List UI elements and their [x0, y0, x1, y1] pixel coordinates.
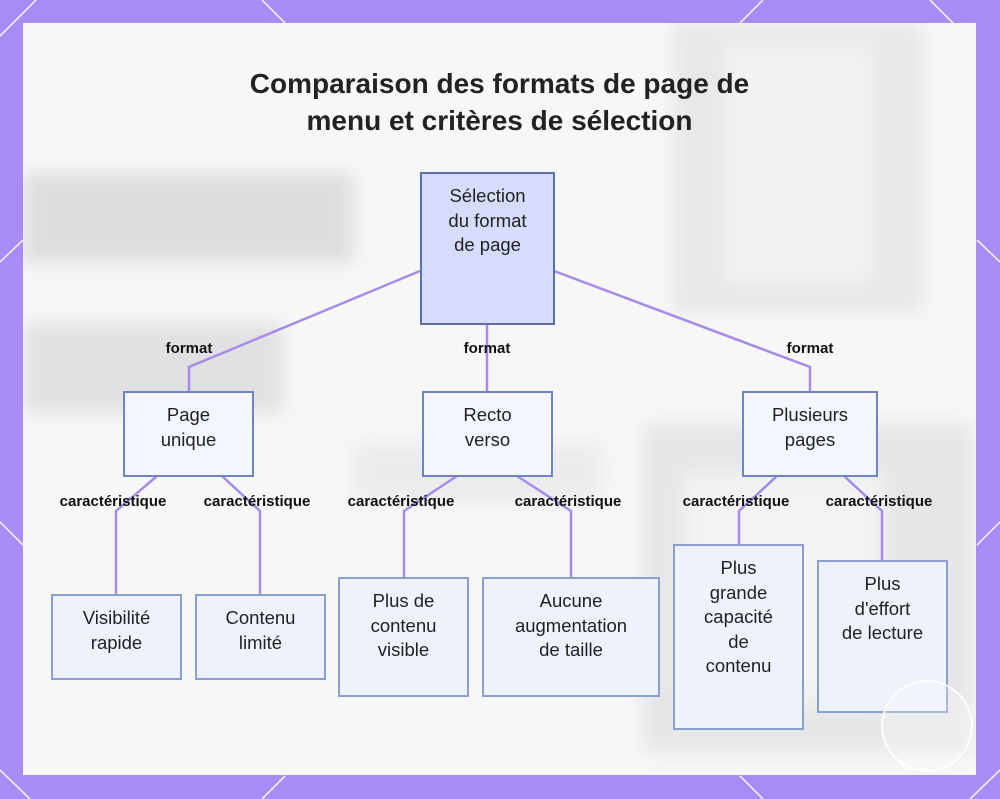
node-recto-verso: Recto verso [422, 391, 553, 477]
node-aucune-augmentation-de-taille: Aucune augmentation de taille [482, 577, 660, 697]
node-plusieurs-pages: Plusieurs pages [742, 391, 878, 477]
diagram-panel: Comparaison des formats de page de menu … [23, 23, 976, 775]
node-root-selection-format: Sélection du format de page [420, 172, 555, 325]
edge-label-caracteristique-3: caractéristique [347, 493, 455, 510]
edge-label-format-3: format [786, 340, 834, 357]
title-line-2: menu et critères de sélection [306, 105, 693, 136]
node-visibilite-rapide: Visibilité rapide [51, 594, 182, 680]
edge-recto-verso-aucune [516, 474, 573, 578]
edge-label-format-1: format [165, 340, 213, 357]
edge-page-unique-visibilite [114, 475, 158, 596]
edge-page-unique-contenu [221, 475, 262, 596]
node-contenu-limite: Contenu limité [195, 594, 326, 680]
node-plus-de-contenu-visible: Plus de contenu visible [338, 577, 469, 697]
edge-plusieurs-plus-grande [737, 475, 778, 545]
edge-root-page-unique [187, 269, 421, 392]
edge-recto-verso-plus-contenu [402, 474, 458, 578]
edge-label-caracteristique-6: caractéristique [825, 493, 933, 510]
node-page-unique: Page unique [123, 391, 254, 477]
edge-label-caracteristique-5: caractéristique [682, 493, 790, 510]
edge-label-caracteristique-2: caractéristique [203, 493, 311, 510]
title-line-1: Comparaison des formats de page de [249, 68, 750, 99]
watermark-badge [881, 680, 973, 772]
edge-plusieurs-plus-effort [843, 475, 884, 561]
edge-label-caracteristique-4: caractéristique [514, 493, 622, 510]
edge-label-caracteristique-1: caractéristique [59, 493, 167, 510]
connector-lines [114, 269, 884, 596]
edge-root-plusieurs-pages [553, 269, 812, 392]
edge-label-format-2: format [463, 340, 511, 357]
node-plus-grande-capacite: Plus grande capacité de contenu [673, 544, 804, 730]
diagram-title: Comparaison des formats de page de menu … [23, 65, 976, 139]
